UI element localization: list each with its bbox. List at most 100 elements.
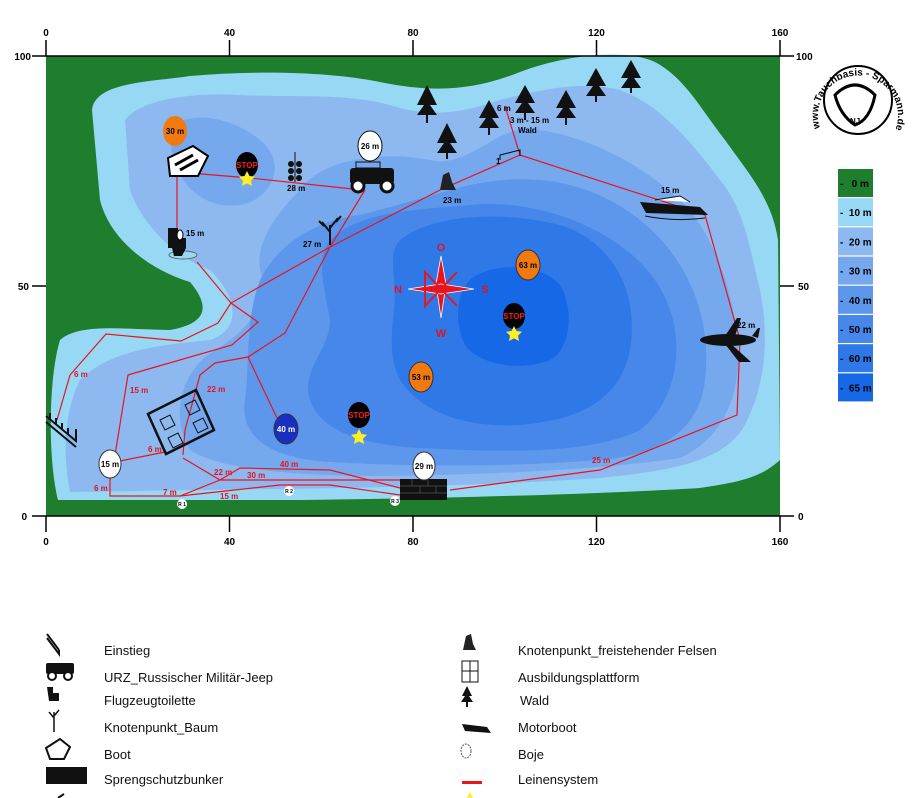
tick-label: 160 [772, 537, 789, 548]
legend-label: Knotenpunkt_Baum [104, 720, 218, 735]
logo-initials: NJ [850, 117, 860, 126]
motorboat-depth-label: 15 m [661, 186, 679, 195]
legend-item-motorboot: Motorboot [462, 720, 577, 735]
legend-label: Einstieg [104, 643, 150, 658]
depth-label: - 40 m [840, 296, 872, 307]
legend-item-boot: Boot [44, 737, 131, 762]
motorboat-icon [462, 724, 491, 733]
depth-label: - 50 m [840, 325, 872, 336]
legend-label: Knotenpunkt_freistehender Felsen [518, 643, 717, 658]
rock-icon [440, 172, 456, 190]
legend-label: Boot [104, 747, 131, 762]
compass-label: W [436, 328, 447, 340]
y-axis-left-labels: 100 50 0 [14, 52, 31, 523]
stop-label: STOP [236, 161, 258, 170]
toilet-icon [47, 687, 59, 701]
rope-line [114, 154, 741, 491]
line-label: 25 m [592, 456, 610, 465]
tick-label: 80 [407, 537, 419, 548]
legend-item-boje: Boje [460, 743, 544, 762]
tick-label: 0 [798, 512, 804, 523]
buoy-label: 26 m [361, 142, 379, 151]
stop-marker: STOP [348, 402, 370, 444]
bunker-icon [400, 479, 447, 500]
legend-label: URZ_Russischer Militär-Jeep [104, 670, 273, 685]
line-label: 15 m [220, 492, 238, 501]
rope-line [247, 356, 278, 419]
tree-icon [515, 85, 535, 120]
depth-label: - 60 m [840, 354, 872, 365]
dead-tree-icon [318, 215, 342, 245]
legend-item-rock: Knotenpunkt_freistehender Felsen [463, 634, 717, 658]
stairs-icon [46, 633, 60, 657]
legend-item-jeep: URZ_Russischer Militär-Jeep [46, 663, 273, 685]
buoy: 63 m [515, 249, 541, 281]
tree-icon [556, 90, 576, 125]
boat-icon [166, 144, 210, 177]
buoy: 53 m [408, 361, 434, 393]
dead-tree-icon [48, 709, 60, 732]
depth-swatch [838, 344, 873, 373]
stairs-icon [45, 413, 77, 448]
compass-label: N [394, 284, 402, 296]
tree-icon [437, 123, 457, 159]
legend-item-bunker: Sprengschutzbunker [46, 767, 224, 787]
tower-icon [288, 152, 302, 182]
y-axis-right-labels: 100 50 0 [796, 52, 813, 523]
tree-icon [417, 85, 437, 123]
small-buoy: R 3 [390, 496, 400, 506]
line-label: 22 m [214, 468, 232, 477]
compass-label: S [481, 284, 488, 296]
tick-label: 50 [18, 282, 30, 293]
tick-label: 160 [772, 28, 789, 39]
legend-label: Sprengschutzbunker [104, 772, 224, 787]
legend-label: Flugzeugtoilette [104, 693, 196, 708]
tick-label: 120 [588, 537, 605, 548]
star-icon [506, 326, 522, 341]
depth-swatch [838, 256, 873, 285]
rock-depth-label: 23 m [443, 196, 461, 205]
legend-label: Leinensystem [518, 772, 598, 787]
buoy: 40 m [273, 413, 299, 445]
motorboat-icon [640, 195, 708, 221]
axes [32, 40, 794, 532]
tick-label: 120 [588, 28, 605, 39]
star-icon [239, 171, 255, 186]
platform-icon [146, 388, 216, 456]
line-label: 6 m [148, 445, 162, 454]
depth-legend: - 0 m- 10 m- 20 m- 30 m- 40 m- 50 m- 60 … [838, 169, 873, 402]
stop-label: STOP [503, 312, 525, 321]
star-icon-partial [467, 792, 473, 798]
rope-line [179, 484, 401, 497]
tree-icon [621, 60, 641, 93]
depth-swatch [838, 198, 873, 227]
legend-label: Ausbildungsplattform [518, 670, 639, 685]
buoy-label: 63 m [519, 261, 537, 270]
x-axis-bottom-labels: 0 40 80 120 160 [43, 537, 789, 548]
buoy: 26 m [357, 130, 383, 162]
depth-label: - 10 m [840, 208, 872, 219]
depth-swatch [838, 285, 873, 314]
tick-label: 0 [21, 512, 27, 523]
line-label: 6 m [94, 484, 108, 493]
rock-icon [463, 634, 476, 650]
depth-label: - 0 m [840, 179, 869, 190]
line-label: 15 m [130, 386, 148, 395]
tree-icon [586, 68, 606, 102]
depth-swatch [838, 315, 873, 343]
logo: www.Tauchbasis - Sparmann.de NJ [810, 65, 906, 135]
depth-label: - 30 m [840, 267, 872, 278]
tower-depth-label: 28 m [287, 184, 305, 193]
depth-swatch [838, 227, 873, 256]
depth-label: - 65 m [840, 383, 872, 394]
buoy-icon [460, 743, 472, 759]
stop-label: STOP [348, 411, 370, 420]
legend-item-leinensystem: Leinensystem [462, 772, 598, 787]
forest-depth-label: 6 m [497, 104, 511, 113]
forest [417, 60, 641, 159]
depth-swatch [838, 169, 873, 197]
line-label: 6 m [74, 370, 88, 379]
wald-marker [499, 149, 521, 160]
forest-name-label: Wald [518, 126, 537, 135]
